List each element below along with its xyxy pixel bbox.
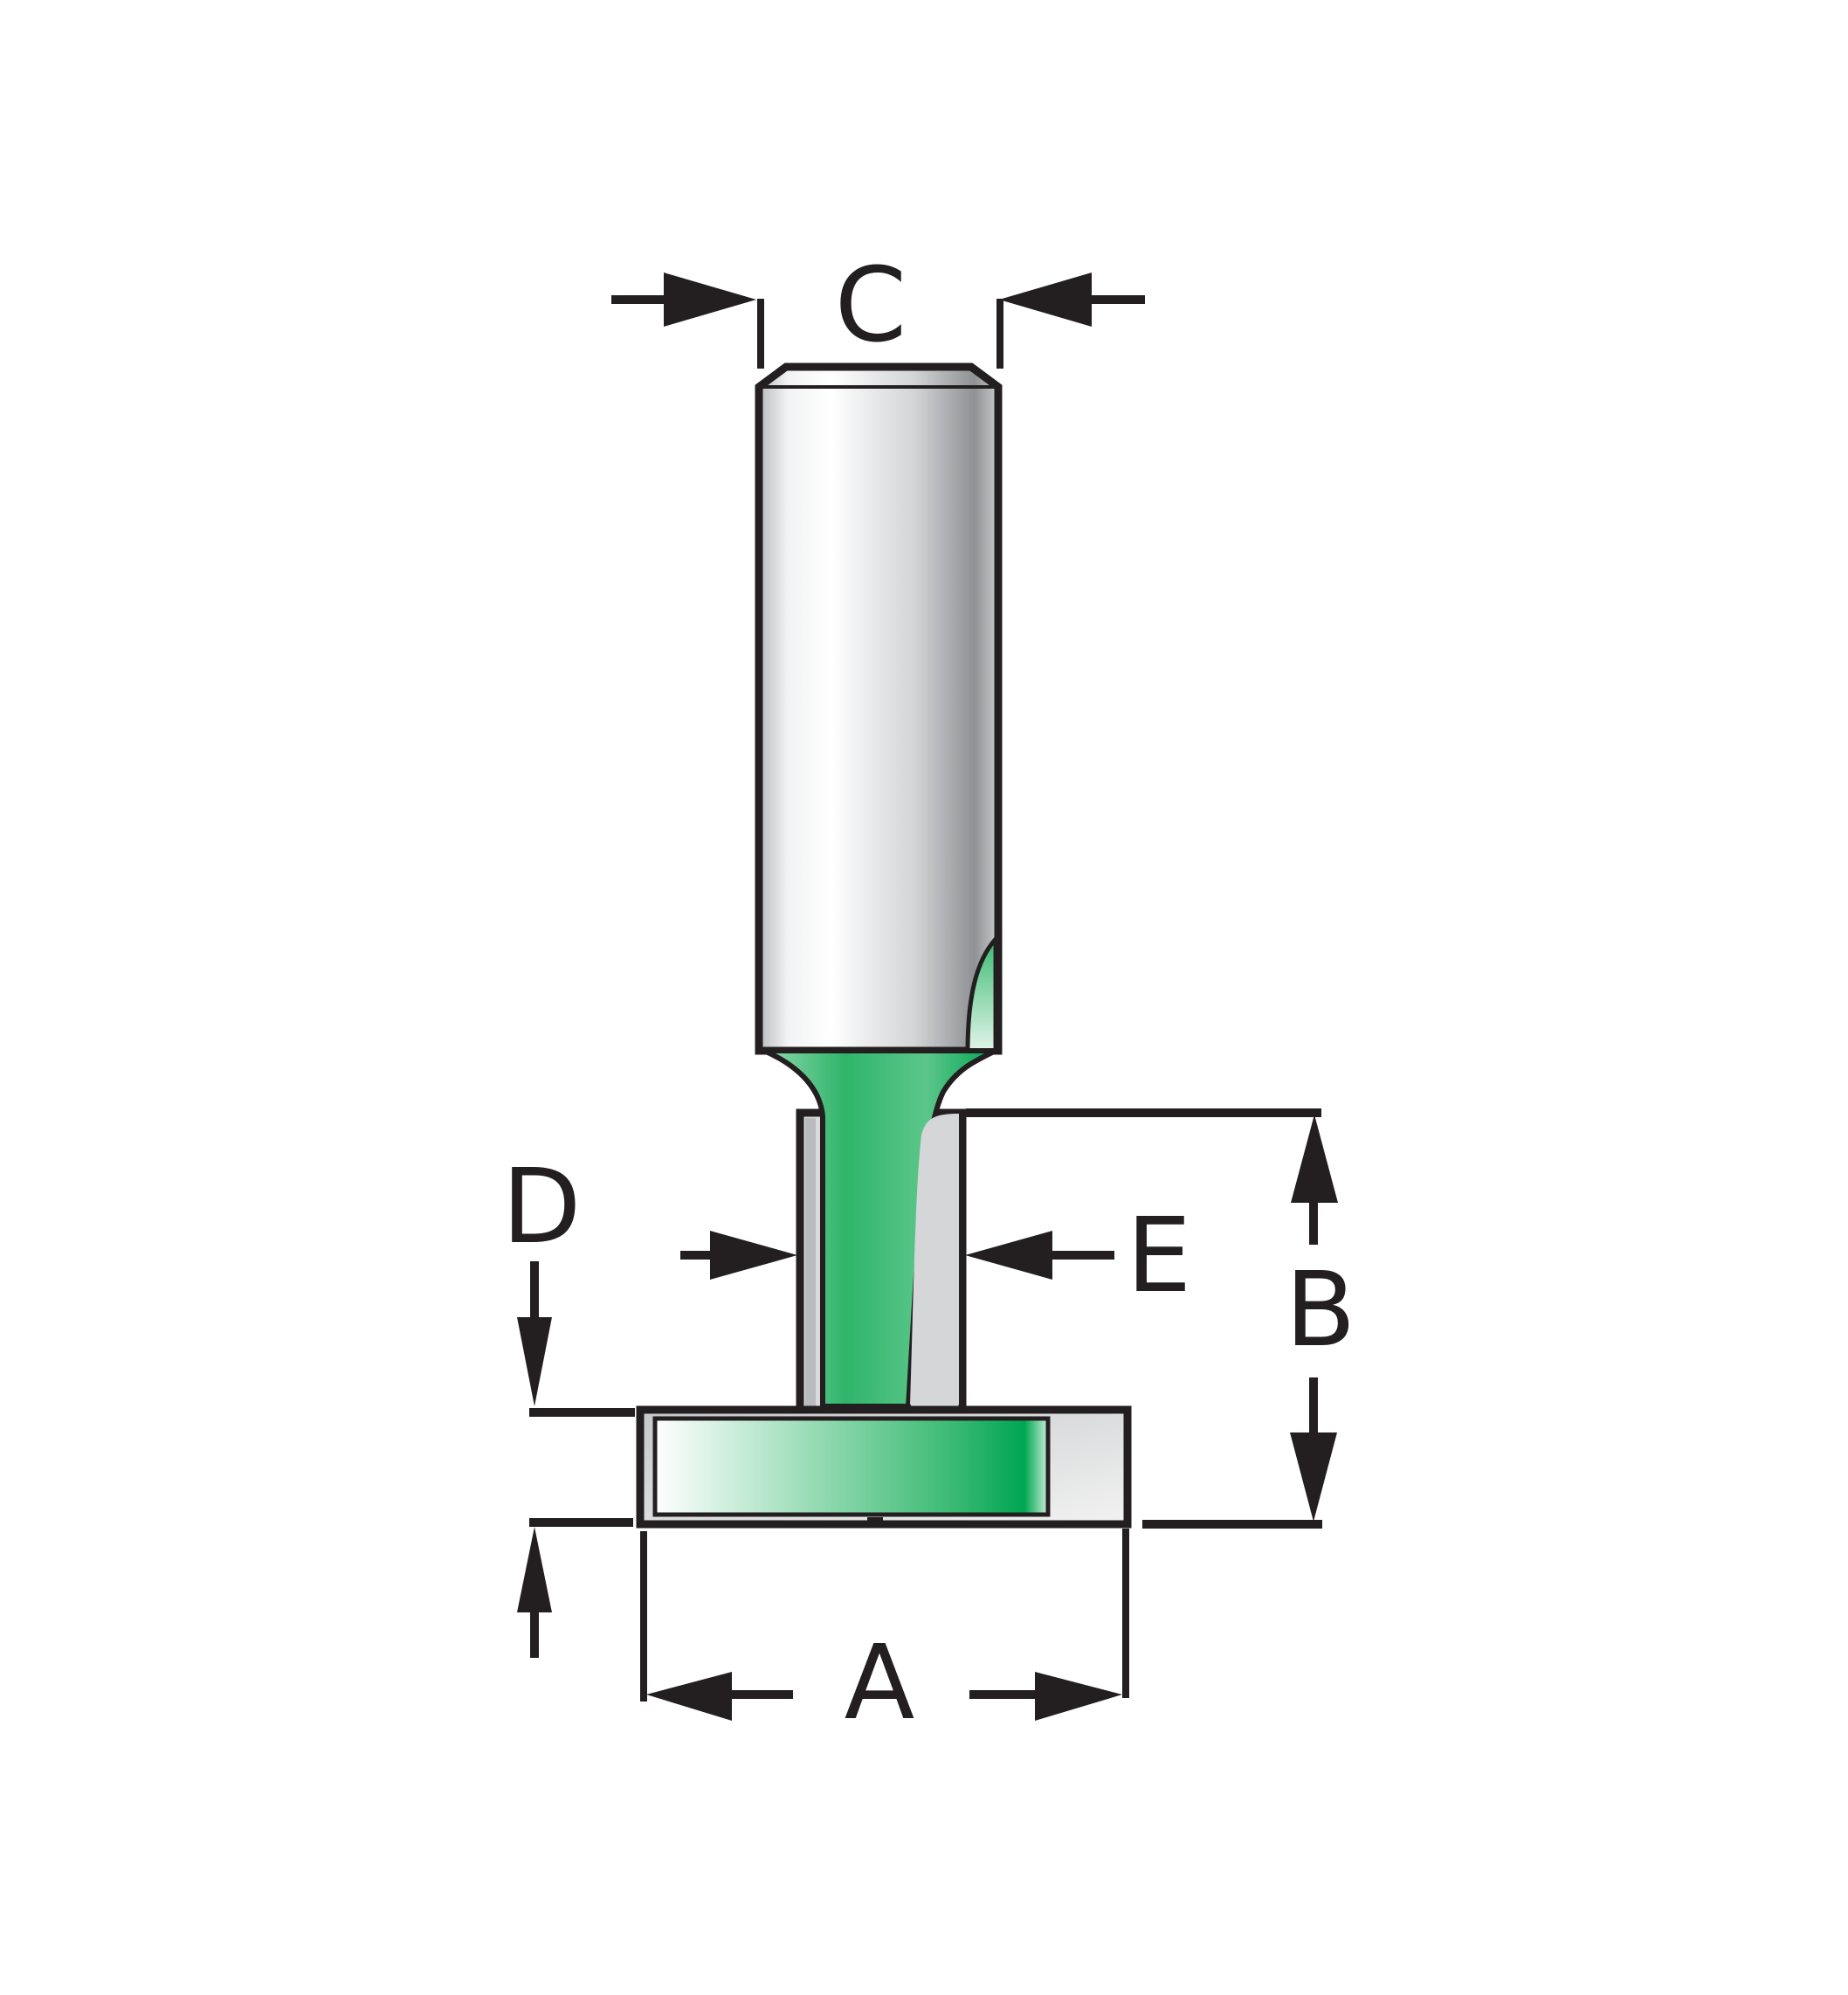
label-d: D: [502, 1146, 582, 1267]
cutter-head: [636, 1405, 1132, 1529]
dimension-d: D: [502, 1146, 635, 1658]
label-e: E: [1127, 1195, 1192, 1315]
label-c: C: [835, 245, 907, 365]
label-b: B: [1286, 1249, 1356, 1370]
shank: [755, 362, 1003, 1055]
dimension-b: B: [966, 1108, 1356, 1529]
dimension-e: E: [680, 1195, 1191, 1315]
dimension-c: C: [611, 245, 1145, 369]
dimension-a: A: [640, 1529, 1129, 1743]
neck: [762, 1048, 997, 1414]
label-a: A: [845, 1622, 915, 1743]
